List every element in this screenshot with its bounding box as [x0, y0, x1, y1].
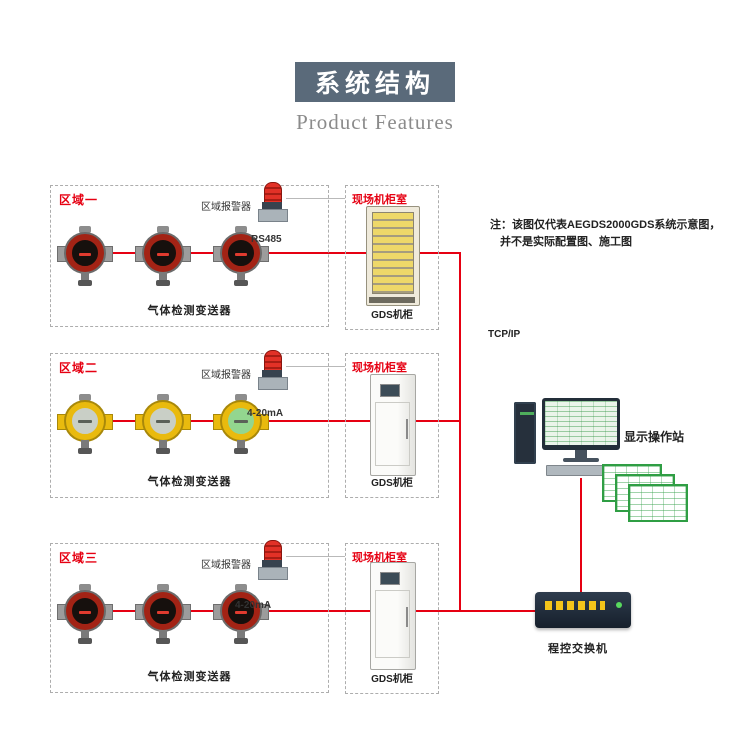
zone2-title: 区域二 — [59, 361, 99, 375]
alarm-beacon-icon — [257, 538, 288, 582]
zone2-alarm-line — [286, 366, 345, 367]
gas-detector-icon — [57, 392, 113, 456]
tcpip-label: TCP/IP — [488, 329, 521, 340]
workstation-label: 显示操作站 — [624, 430, 685, 444]
zone2-bus-line — [82, 420, 460, 422]
page-title: 系统结构 — [314, 70, 435, 98]
zone2-alarm-label: 区域报警器 — [201, 370, 251, 381]
monitor-icon — [542, 398, 620, 450]
zone-box-2: 区域二 区域报警器 4-20mA 气体检测变送器 — [50, 350, 329, 498]
gds-cabinet-icon — [370, 562, 416, 670]
zone-box-3: 区域三 区域报警器 4-20mA 气体检测变送器 — [50, 540, 329, 693]
switch-ports-icon — [545, 601, 605, 610]
cabinet-room-box-3: 现场机柜室 GDS机柜 — [345, 543, 439, 694]
cabinet-room-box-1: 现场机柜室 GDS机柜 — [345, 185, 439, 330]
zone1-bus-label: RS485 — [251, 234, 282, 245]
switch-label: 程控交换机 — [548, 643, 608, 655]
switch-led-icon — [616, 602, 622, 608]
cabinet2-label: GDS机柜 — [371, 478, 413, 489]
gas-detector-icon — [135, 224, 191, 288]
note-line-1: 注：该图仅代表AEGDS2000GDS系统示意图， — [490, 219, 721, 231]
workstation-uplink-line — [580, 478, 582, 592]
gas-detector-icon — [213, 224, 269, 288]
disclaimer-note: 注：该图仅代表AEGDS2000GDS系统示意图， 并不是实际配置图、施工图 — [490, 217, 742, 251]
zone2-device-label: 气体检测变送器 — [147, 476, 232, 488]
cabinet-room1-title: 现场机柜室 — [352, 194, 407, 206]
zone3-bus-label: 4-20mA — [235, 600, 272, 611]
workstation-icon — [512, 398, 624, 476]
zone1-device-label: 气体检测变送器 — [147, 305, 232, 317]
gas-detector-icon — [57, 224, 113, 288]
alarm-beacon-icon — [257, 180, 288, 224]
zone1-bus-line — [82, 252, 460, 254]
page-title-banner: 系统结构 — [295, 62, 455, 102]
pc-tower-icon — [514, 402, 536, 464]
zone1-alarm-line — [286, 198, 345, 199]
alarm-beacon-icon — [257, 348, 288, 392]
cabinet-room2-title: 现场机柜室 — [352, 362, 407, 374]
cabinet-room3-title: 现场机柜室 — [352, 552, 407, 564]
zone3-alarm-label: 区域报警器 — [201, 560, 251, 571]
gds-cabinet-icon — [370, 374, 416, 476]
gas-detector-icon — [57, 582, 113, 646]
zone3-title: 区域三 — [59, 551, 99, 565]
zone3-alarm-line — [286, 556, 345, 557]
zone3-device-label: 气体检测变送器 — [147, 671, 232, 683]
note-line-2: 并不是实际配置图、施工图 — [500, 236, 632, 248]
gas-detector-icon — [213, 392, 269, 456]
page-subtitle: Product Features — [296, 110, 454, 134]
zone-box-1: 区域一 区域报警器 RS485 气体检测变送器 — [50, 182, 329, 327]
zone1-title: 区域一 — [59, 193, 99, 207]
gds-cabinet-icon — [366, 206, 420, 306]
zone3-bus-line — [82, 610, 537, 612]
cabinet-room-box-2: 现场机柜室 GDS机柜 — [345, 353, 439, 498]
zone1-alarm-label: 区域报警器 — [201, 202, 251, 213]
gas-detector-icon — [135, 582, 191, 646]
cabinet3-label: GDS机柜 — [371, 674, 413, 685]
cabinet1-label: GDS机柜 — [371, 310, 413, 321]
hmi-screens-icon — [602, 464, 688, 524]
gas-detector-icon — [135, 392, 191, 456]
network-switch-icon — [535, 592, 631, 628]
gas-detector-icon — [213, 582, 269, 646]
tcpip-trunk-line — [459, 252, 461, 612]
zone2-bus-label: 4-20mA — [247, 408, 284, 419]
